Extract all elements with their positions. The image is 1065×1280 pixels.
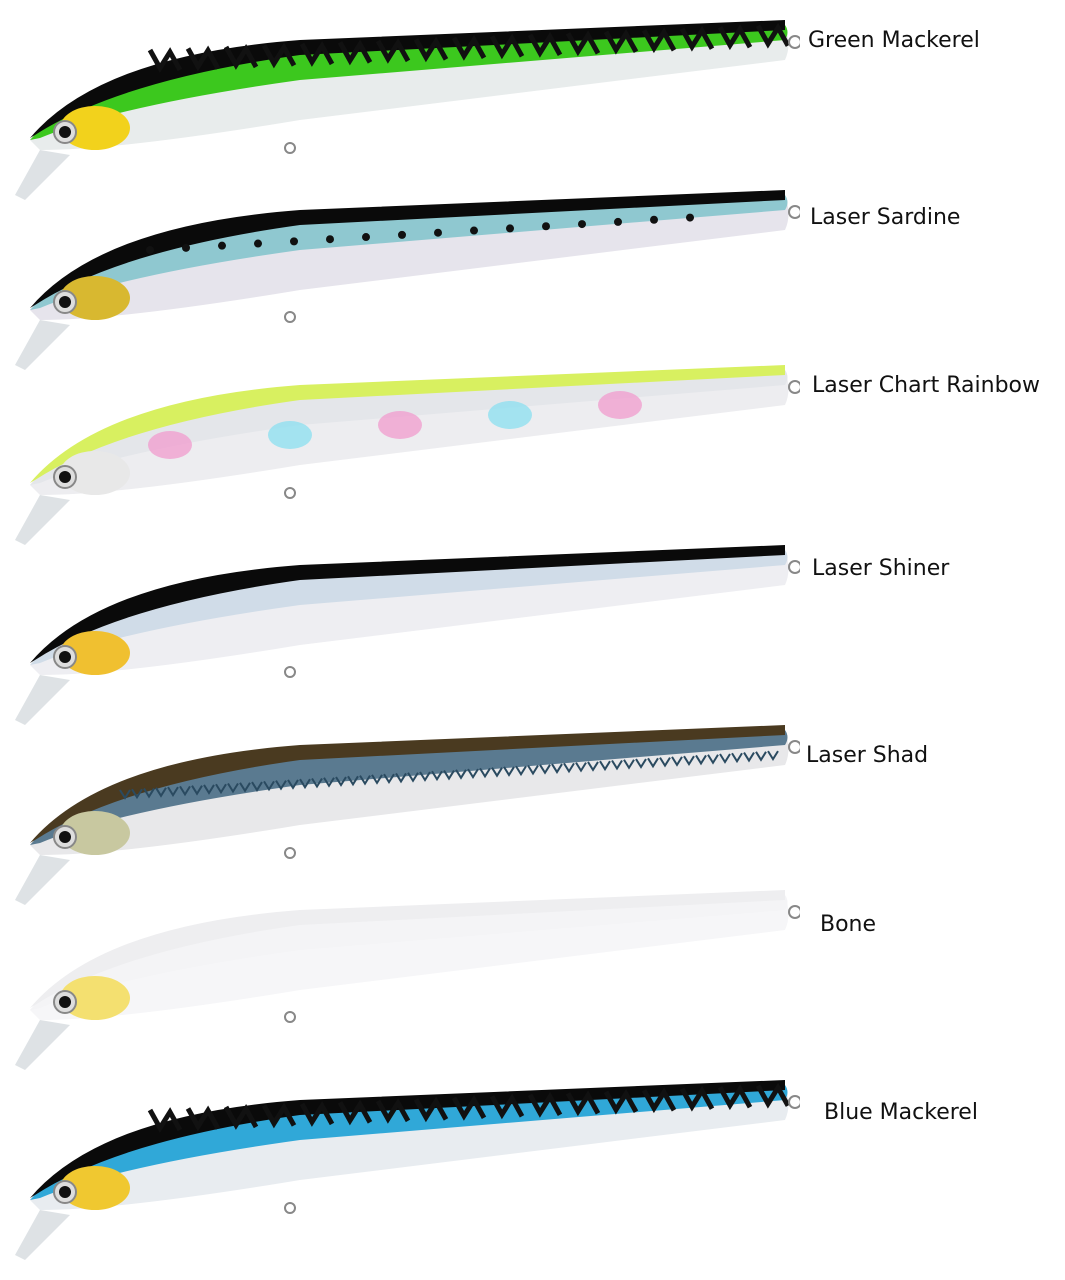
lure-color-label: Laser Shiner <box>812 556 950 581</box>
lure-image <box>15 365 800 545</box>
lure-color-label: Laser Sardine <box>810 205 961 230</box>
lure-image <box>15 1080 800 1260</box>
lure-image <box>15 890 800 1070</box>
lure-image <box>15 190 800 370</box>
lure-image <box>15 20 800 200</box>
lure-color-label: Green Mackerel <box>808 28 980 53</box>
lure-image <box>15 725 800 905</box>
lure-image <box>15 545 800 725</box>
lure-color-label: Laser Chart Rainbow <box>812 373 1040 398</box>
lure-color-label: Laser Shad <box>806 743 929 768</box>
lure-color-label: Bone <box>820 912 877 937</box>
lure-color-label: Blue Mackerel <box>824 1100 978 1125</box>
